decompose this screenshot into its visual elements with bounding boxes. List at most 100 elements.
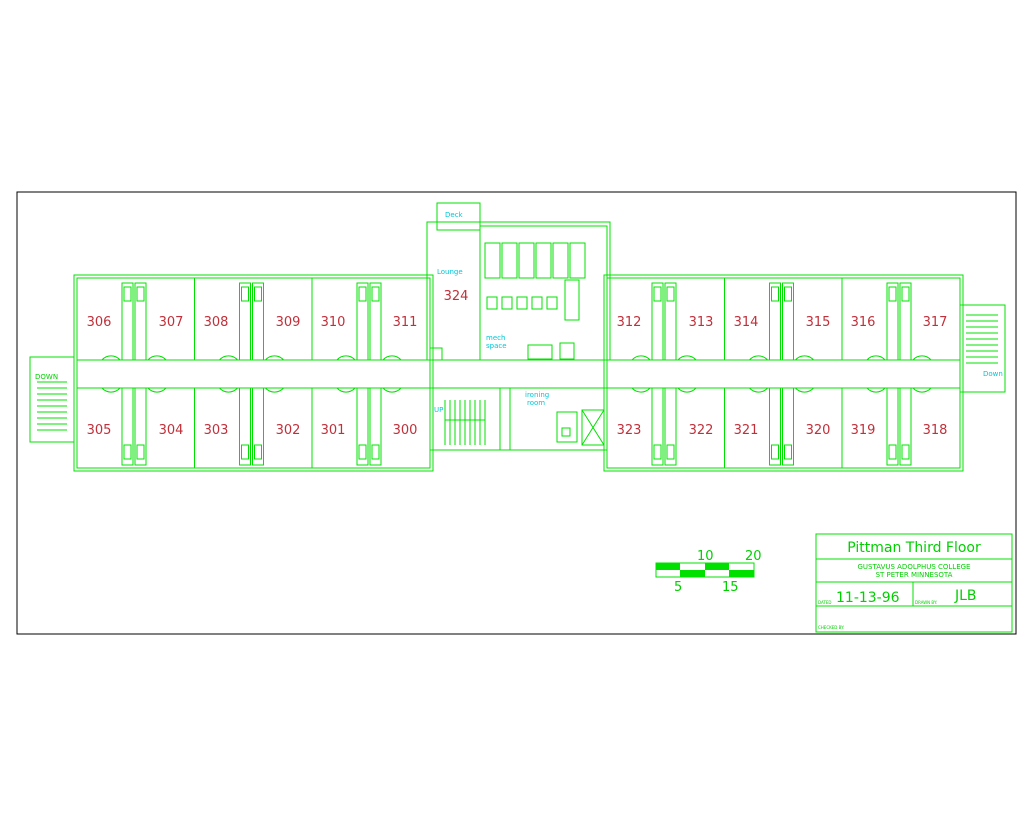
closet xyxy=(134,282,147,361)
corridor xyxy=(606,359,961,389)
room-320: 320 xyxy=(806,423,831,438)
up-label: UP xyxy=(434,406,443,414)
door-swing xyxy=(866,355,886,361)
toilet xyxy=(546,296,558,310)
door-swing xyxy=(866,387,886,393)
sink xyxy=(771,286,779,302)
institution-line2: ST PETER MINNESOTA xyxy=(876,571,953,579)
closet xyxy=(899,282,912,361)
sink xyxy=(666,286,675,302)
checked-by-label: CHECKED BY: xyxy=(818,625,844,630)
restroom xyxy=(479,225,608,361)
room-323: 323 xyxy=(617,423,642,438)
fixture xyxy=(559,342,575,360)
closet xyxy=(664,387,677,466)
drawn-by-label: DRAWN BY: xyxy=(915,600,937,605)
wall-line xyxy=(581,409,605,446)
closet xyxy=(782,387,794,466)
shower-stall xyxy=(518,242,535,279)
down-label-left: DOWN xyxy=(35,373,58,381)
sink xyxy=(771,444,779,460)
closet xyxy=(121,282,134,361)
building-walls xyxy=(29,202,1006,472)
sink xyxy=(888,286,897,302)
room-label: room xyxy=(527,399,545,407)
room-324: 324 xyxy=(444,289,469,304)
door-swing xyxy=(101,387,121,393)
deck xyxy=(436,202,481,231)
institution-line1: GUSTAVUS ADOLPHUS COLLEGE xyxy=(858,563,971,571)
scale-tick-15: 15 xyxy=(722,580,739,595)
sink xyxy=(241,444,249,460)
ironing-closet xyxy=(556,411,578,443)
door-swing xyxy=(336,387,356,393)
room-313: 313 xyxy=(689,315,714,330)
stairwell-left xyxy=(29,356,75,443)
closet xyxy=(121,387,134,466)
scale-tick-20: 20 xyxy=(745,549,762,564)
sink xyxy=(888,444,897,460)
closet xyxy=(356,387,369,466)
sink xyxy=(901,286,910,302)
wing-outline xyxy=(73,274,434,472)
shower-stall xyxy=(535,242,552,279)
room-317: 317 xyxy=(923,315,948,330)
closet xyxy=(651,387,664,466)
sink xyxy=(371,286,380,302)
shower-stall xyxy=(501,242,518,279)
door-swing xyxy=(147,355,167,361)
closet xyxy=(782,282,794,361)
door-swing xyxy=(795,387,814,393)
scale-bar: 10 20 5 15 xyxy=(655,549,762,595)
closet xyxy=(664,282,677,361)
closet xyxy=(899,387,912,466)
room-310: 310 xyxy=(321,315,346,330)
drawing-frame xyxy=(16,191,1017,635)
door-swing xyxy=(382,387,402,393)
door-swing xyxy=(677,355,697,361)
room-306: 306 xyxy=(87,315,112,330)
room-307: 307 xyxy=(159,315,184,330)
down-label-right: Down xyxy=(983,370,1003,378)
corridor xyxy=(76,359,431,389)
room-321: 321 xyxy=(734,423,759,438)
closet xyxy=(886,387,899,466)
shower-stall xyxy=(569,242,586,279)
sink xyxy=(136,444,145,460)
closet xyxy=(252,282,264,361)
door-swing xyxy=(912,355,932,361)
door-swing xyxy=(795,355,814,361)
sink xyxy=(653,444,662,460)
door-swing xyxy=(101,355,121,361)
toilet xyxy=(501,296,513,310)
sink xyxy=(136,286,145,302)
door-swing xyxy=(631,387,651,393)
door-swing xyxy=(265,355,284,361)
sink xyxy=(371,444,380,460)
room-304: 304 xyxy=(159,423,184,438)
door-swing xyxy=(749,387,768,393)
mech-label: mech xyxy=(486,334,505,342)
plan-date: 11-13-96 xyxy=(836,590,900,606)
room-302: 302 xyxy=(276,423,301,438)
room-301: 301 xyxy=(321,423,346,438)
room-311: 311 xyxy=(393,315,418,330)
toilet xyxy=(516,296,528,310)
sink xyxy=(254,286,262,302)
room-300: 300 xyxy=(393,423,418,438)
sink xyxy=(358,444,367,460)
title-block: Pittman Third Floor GUSTAVUS ADOLPHUS CO… xyxy=(815,533,1013,633)
shower-stall xyxy=(552,242,569,279)
scale-tick-5: 5 xyxy=(674,580,682,595)
dated-label: DATED xyxy=(818,600,832,605)
space-label: space xyxy=(486,342,507,350)
closet xyxy=(369,282,382,361)
sink xyxy=(653,286,662,302)
door-swing xyxy=(147,387,167,393)
room-322: 322 xyxy=(689,423,714,438)
closet xyxy=(134,387,147,466)
sink xyxy=(241,286,249,302)
room-309: 309 xyxy=(276,315,301,330)
